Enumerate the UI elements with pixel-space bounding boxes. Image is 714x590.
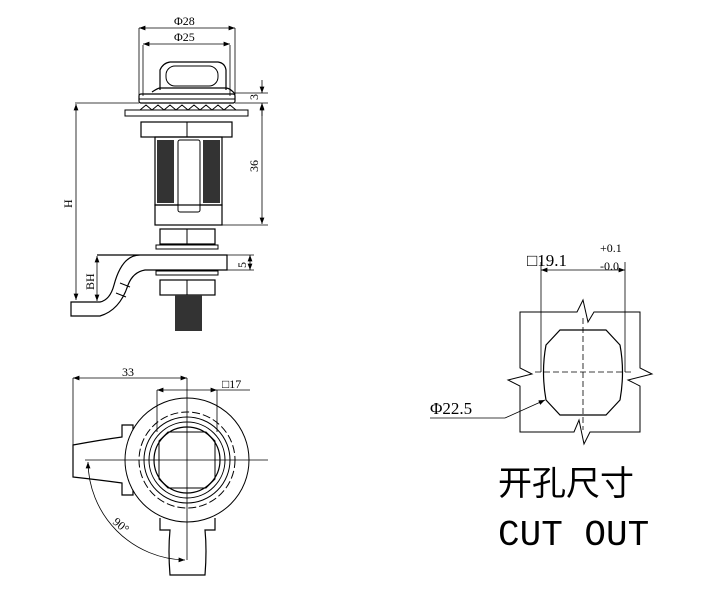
- dim-33-label: 33: [122, 365, 134, 379]
- threaded-body: [154, 136, 223, 226]
- dim-36-label: 36: [247, 160, 261, 172]
- dim-square17-label: □17: [222, 377, 241, 391]
- dim-3-label: 3: [247, 94, 261, 100]
- dim-square191-label: □19.1: [527, 251, 567, 270]
- knob: [159, 61, 227, 90]
- square-shaft: [158, 431, 216, 489]
- washer: [124, 109, 249, 117]
- cutout-title-en: CUT OUT: [498, 515, 649, 556]
- dim-phi25-label: Φ25: [174, 30, 195, 44]
- threaded-stud: [175, 295, 202, 331]
- dim-bh-label: BH: [83, 273, 97, 290]
- rotation-arc: [85, 461, 186, 563]
- dim-90-label: 90°: [110, 515, 132, 537]
- side-view: Φ28 Φ25 3 36 H: [61, 14, 268, 331]
- tol-upper-label: +0.1: [600, 241, 622, 255]
- cutout-panel: [506, 298, 654, 446]
- top-view: 33 □17 90°: [72, 365, 268, 576]
- cutout-view: □19.1 +0.1 -0.0 Φ22.5 开孔尺寸 CUT OUT: [430, 241, 654, 556]
- dim-phi28-label: Φ28: [174, 14, 195, 28]
- dim-5-label: 5: [235, 262, 249, 268]
- dim-h-label: H: [61, 199, 75, 208]
- cutout-title-cn: 开孔尺寸: [498, 464, 634, 504]
- cam-arm-rotated: [159, 518, 216, 576]
- cutout-hole: [542, 329, 624, 416]
- dim-phi225-label: Φ22.5: [430, 399, 472, 418]
- cam-arm: [70, 254, 228, 317]
- tol-lower-label: -0.0: [600, 259, 619, 273]
